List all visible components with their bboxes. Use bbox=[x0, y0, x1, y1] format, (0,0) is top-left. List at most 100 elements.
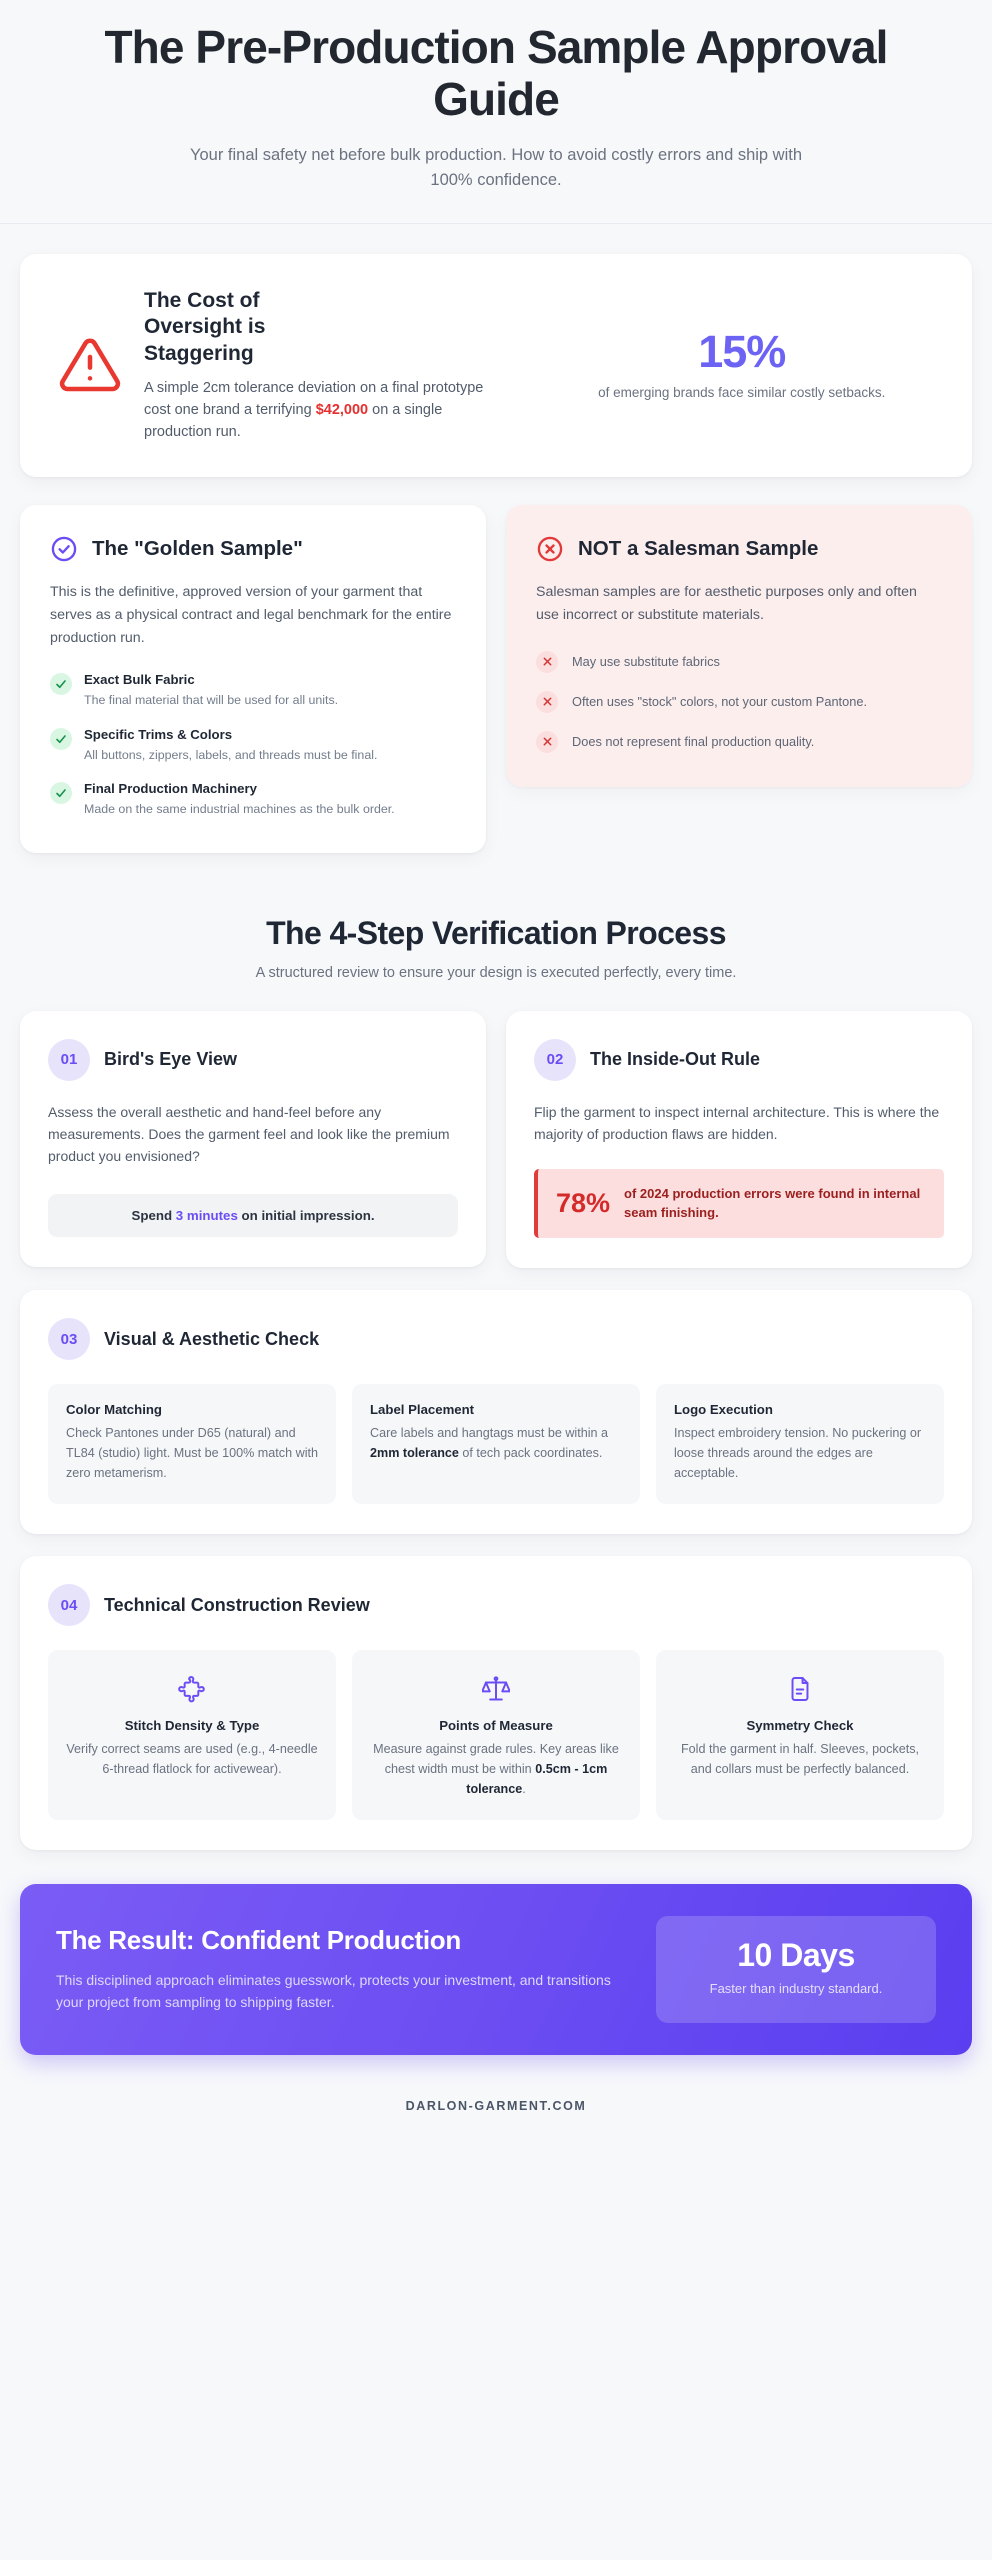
step-1-header: 01 Bird's Eye View bbox=[48, 1038, 458, 1081]
step-2-stat-label: of 2024 production errors were found in … bbox=[624, 1186, 921, 1220]
cost-amount: $42,000 bbox=[315, 402, 369, 419]
warning-triangle-icon bbox=[58, 333, 122, 397]
process-title: The 4-Step Verification Process bbox=[266, 914, 726, 951]
step-2-stat-callout: 78% of 2024 production errors were found… bbox=[534, 1169, 944, 1239]
golden-sample-card: The "Golden Sample" This is the definiti… bbox=[20, 505, 486, 853]
mini-card-stitch-density: Stitch Density & Type Verify correct sea… bbox=[48, 1650, 336, 1820]
step-1-body: Assess the overall aesthetic and hand-fe… bbox=[48, 1103, 450, 1165]
mini-card-text: Check Pantones under D65 (natural) and T… bbox=[66, 1424, 318, 1484]
step-4-number: 04 bbox=[48, 1584, 90, 1627]
mini-card-title: Stitch Density & Type bbox=[124, 1718, 260, 1734]
list-item-text: Exact Bulk Fabric The final material tha… bbox=[84, 671, 338, 709]
list-item-text: May use substitute fabrics bbox=[572, 653, 720, 669]
salesman-card-title: NOT a Salesman Sample bbox=[578, 537, 819, 561]
result-badge-label: Faster than industry standard. bbox=[709, 1980, 883, 1996]
cost-stat-label: of emerging brands face similar costly s… bbox=[598, 384, 886, 400]
puzzle-piece-icon bbox=[66, 1672, 318, 1706]
list-item: Often uses "stock" colors, not your cust… bbox=[536, 689, 942, 713]
cost-card-stat: 15% of emerging brands face similar cost… bbox=[540, 328, 934, 402]
mini-card-text: Care labels and hangtags must be within … bbox=[370, 1424, 622, 1464]
step-2-body: Flip the garment to inspect internal arc… bbox=[534, 1103, 940, 1143]
salesman-sample-column: NOT a Salesman Sample Salesman samples a… bbox=[506, 505, 972, 787]
step-1-tip: Spend 3 minutes on initial impression. bbox=[48, 1193, 458, 1237]
result-banner-text: The Result: Confident Production This di… bbox=[56, 1925, 630, 2014]
scales-balance-icon bbox=[370, 1672, 622, 1706]
process-subtitle: A structured review to ensure your desig… bbox=[255, 964, 737, 981]
golden-card-header: The "Golden Sample" bbox=[50, 535, 456, 563]
step-1-title: Bird's Eye View bbox=[104, 1049, 238, 1070]
list-item: May use substitute fabrics bbox=[536, 649, 942, 673]
salesman-card-lead: Salesman samples are for aesthetic purpo… bbox=[536, 584, 917, 623]
check-icon bbox=[50, 673, 72, 696]
step-1-column: 01 Bird's Eye View Assess the overall ae… bbox=[20, 1010, 486, 1269]
list-item-desc: All buttons, zippers, labels, and thread… bbox=[84, 747, 378, 762]
mini-card-text: Inspect embroidery tension. No puckering… bbox=[674, 1424, 926, 1484]
step-3-number: 03 bbox=[48, 1318, 90, 1361]
list-item-desc: Made on the same industrial machines as … bbox=[84, 802, 395, 817]
mini-text-after: . bbox=[522, 1781, 526, 1796]
list-item-text: Specific Trims & Colors All buttons, zip… bbox=[84, 726, 377, 764]
mini-card-text: Verify correct seams are used (e.g., 4-n… bbox=[66, 1740, 318, 1780]
step-2-title: The Inside-Out Rule bbox=[590, 1049, 761, 1070]
list-item: Final Production Machinery Made on the s… bbox=[50, 780, 456, 818]
cost-card-body: A simple 2cm tolerance deviation on a fi… bbox=[144, 377, 514, 443]
cost-card-title: The Cost of Oversight is Staggering bbox=[144, 288, 266, 366]
mini-text-before: Check Pantones under D65 (natural) and T… bbox=[66, 1426, 318, 1481]
mini-text-after: of tech pack coordinates. bbox=[458, 1446, 603, 1461]
salesman-sample-card: NOT a Salesman Sample Salesman samples a… bbox=[506, 505, 972, 787]
golden-card-title: The "Golden Sample" bbox=[92, 537, 303, 561]
close-icon bbox=[536, 650, 558, 673]
cost-stat-value: 15% bbox=[698, 326, 786, 378]
result-badge-value: 10 Days bbox=[737, 1936, 855, 1973]
cost-of-oversight-card: The Cost of Oversight is Staggering A si… bbox=[20, 253, 972, 478]
page-header: The Pre-Production Sample Approval Guide… bbox=[0, 0, 992, 224]
mini-card-title: Color Matching bbox=[66, 1402, 162, 1418]
process-section-header: The 4-Step Verification Process A struct… bbox=[20, 915, 972, 981]
mini-card-title: Symmetry Check bbox=[746, 1718, 854, 1734]
list-item-desc: The final material that will be used for… bbox=[84, 693, 339, 708]
mini-card-title: Points of Measure bbox=[439, 1718, 553, 1734]
mini-text-before: Measure against grade rules. Key areas l… bbox=[373, 1742, 619, 1776]
mini-card-label-placement: Label Placement Care labels and hangtags… bbox=[352, 1384, 640, 1505]
golden-card-lead: This is the definitive, approved version… bbox=[50, 584, 452, 646]
list-item-title: Specific Trims & Colors bbox=[84, 726, 233, 742]
salesman-exclusion-list: May use substitute fabrics Often uses "s… bbox=[536, 649, 942, 753]
step-2-number: 02 bbox=[534, 1038, 576, 1081]
list-item-text: Does not represent final production qual… bbox=[572, 733, 815, 749]
footer-brand: DARLON-GARMENT.COM bbox=[405, 2098, 587, 2113]
list-item-text: Often uses "stock" colors, not your cust… bbox=[572, 693, 868, 709]
mini-text-before: Care labels and hangtags must be within … bbox=[370, 1426, 609, 1441]
mini-card-text: Measure against grade rules. Key areas l… bbox=[370, 1740, 622, 1800]
step-2-header: 02 The Inside-Out Rule bbox=[534, 1038, 944, 1081]
salesman-card-header: NOT a Salesman Sample bbox=[536, 535, 942, 563]
cost-card-left: The Cost of Oversight is Staggering A si… bbox=[58, 288, 514, 444]
list-item: Exact Bulk Fabric The final material tha… bbox=[50, 671, 456, 709]
mini-card-color-matching: Color Matching Check Pantones under D65 … bbox=[48, 1384, 336, 1505]
steps-row-1-2: 01 Bird's Eye View Assess the overall ae… bbox=[20, 1010, 972, 1269]
comparison-section: The "Golden Sample" This is the definiti… bbox=[20, 505, 972, 853]
mini-card-symmetry-check: Symmetry Check Fold the garment in half.… bbox=[656, 1650, 944, 1820]
list-item: Does not represent final production qual… bbox=[536, 729, 942, 753]
cost-body-before: A simple 2cm tolerance deviation on a fi… bbox=[144, 380, 484, 419]
list-item-title: Final Production Machinery bbox=[84, 781, 257, 797]
step-4-header: 04 Technical Construction Review bbox=[48, 1584, 944, 1627]
step-2-column: 02 The Inside-Out Rule Flip the garment … bbox=[506, 1010, 972, 1269]
step-card-03: 03 Visual & Aesthetic Check Color Matchi… bbox=[20, 1290, 972, 1535]
step-1-number: 01 bbox=[48, 1038, 90, 1081]
cost-card-text: The Cost of Oversight is Staggering A si… bbox=[144, 288, 514, 444]
tip-highlight: 3 minutes bbox=[175, 1207, 238, 1223]
step-3-title: Visual & Aesthetic Check bbox=[104, 1328, 320, 1349]
check-circle-icon bbox=[50, 535, 78, 563]
mini-card-title: Label Placement bbox=[370, 1402, 475, 1418]
list-item: Specific Trims & Colors All buttons, zip… bbox=[50, 726, 456, 764]
step-card-04: 04 Technical Construction Review Stitch … bbox=[20, 1556, 972, 1850]
step-2-stat-value: 78% bbox=[556, 1188, 611, 1219]
check-icon bbox=[50, 782, 72, 805]
check-icon bbox=[50, 727, 72, 750]
step-card-01: 01 Bird's Eye View Assess the overall ae… bbox=[20, 1010, 486, 1267]
mini-text-bold: 2mm tolerance bbox=[370, 1446, 459, 1461]
result-badge: 10 Days Faster than industry standard. bbox=[656, 1915, 936, 2023]
mini-text-before: Inspect embroidery tension. No puckering… bbox=[674, 1426, 922, 1481]
result-body: This disciplined approach eliminates gue… bbox=[56, 1971, 611, 2011]
